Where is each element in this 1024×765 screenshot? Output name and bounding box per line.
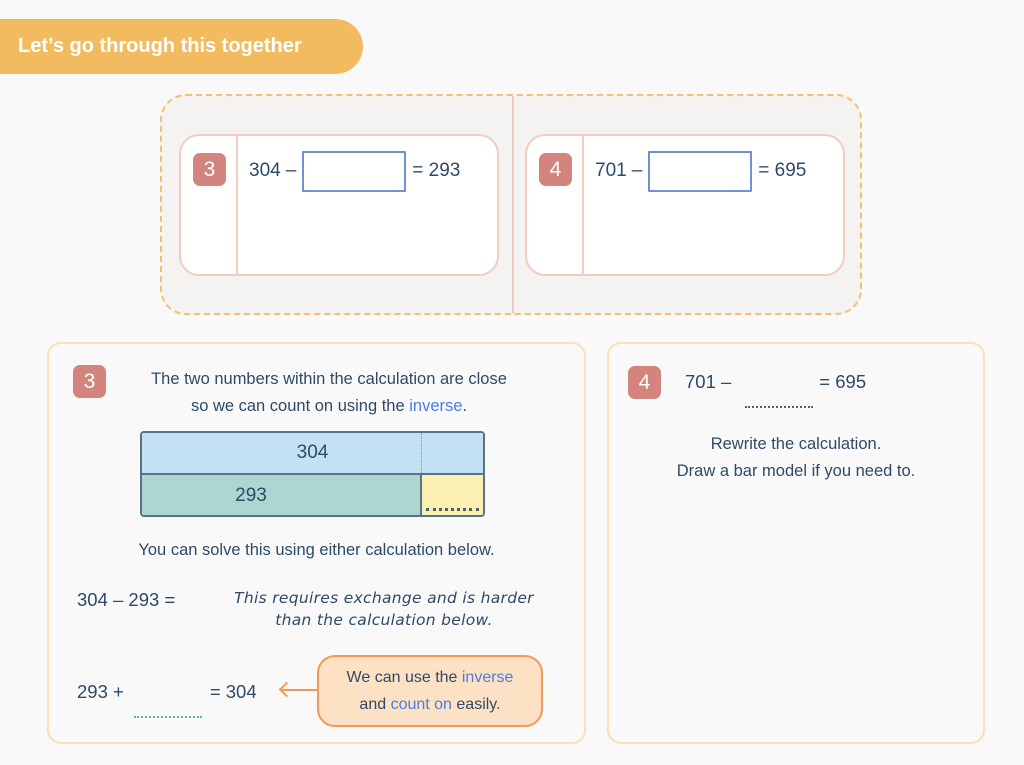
task-right: = 695 <box>819 371 867 392</box>
handwritten-note: This requires exchange and is harder tha… <box>234 589 534 629</box>
equals-result: = 293 <box>412 160 461 181</box>
number-column <box>181 136 238 274</box>
solve-instruction: You can solve this using either calculat… <box>138 541 495 559</box>
callout-count-on: count on <box>390 696 452 713</box>
minus-sign: – <box>631 160 643 181</box>
equation: 701 – = 695 <box>595 150 806 192</box>
intro-line-1: The two numbers within the calculation a… <box>151 370 507 388</box>
intro-line-2: so we can count on using the inverse. <box>190 397 468 415</box>
bar-part-label: 293 <box>235 485 267 506</box>
minus-sign: – <box>285 160 297 181</box>
calculation-1: 304 – 293 = <box>77 589 176 610</box>
inverse-highlight: inverse <box>409 397 463 415</box>
question-number-badge: 4 <box>539 153 572 186</box>
section-title-banner: Let’s go through this together <box>0 19 363 74</box>
left-operand: 304 <box>249 160 281 181</box>
unknown-dotted-line <box>426 508 479 511</box>
question-card-4: 4 701 – = 695 <box>525 134 845 276</box>
bar-whole-label: 304 <box>296 442 329 463</box>
question-card-3: 3 304 – = 293 <box>179 134 499 276</box>
bar-part-unknown <box>422 475 483 515</box>
task-blank[interactable] <box>745 370 814 408</box>
answer-input-4[interactable] <box>648 150 753 192</box>
equation: 304 – = 293 <box>249 150 460 192</box>
explanation-card: 3 The two numbers within the calculation… <box>47 342 586 744</box>
answer-input-3[interactable] <box>302 150 407 192</box>
equals-result: = 695 <box>758 160 807 181</box>
bar-whole: 304 <box>142 433 483 475</box>
bar-divider-guide <box>421 433 422 473</box>
questions-panel: 3 304 – = 293 4 701 – = 695 <box>160 94 862 315</box>
question-number-badge: 3 <box>193 153 226 186</box>
calculation-2: 293 + = 304 <box>77 680 257 718</box>
arrow-left-icon <box>282 689 318 691</box>
explanation-number-badge: 3 <box>73 365 106 398</box>
task-equation: 701 – = 695 <box>685 370 867 408</box>
bar-part-known: 293 <box>142 475 422 515</box>
explanation-intro: The two numbers within the calculation a… <box>119 366 539 420</box>
task-number-badge: 4 <box>628 366 661 399</box>
calc2-left: 293 + <box>77 681 124 702</box>
task-card: 4 701 – = 695 Rewrite the calculation. D… <box>607 342 985 744</box>
section-title: Let’s go through this together <box>18 35 302 57</box>
bar-model: 304 293 <box>140 431 485 517</box>
left-operand: 701 <box>595 160 627 181</box>
panel-divider <box>512 96 514 313</box>
task-left: 701 – <box>685 371 732 392</box>
number-column <box>527 136 584 274</box>
calc2-right: = 304 <box>209 681 257 702</box>
calc2-blank <box>133 680 202 718</box>
callout-inverse: inverse <box>461 669 514 686</box>
task-instructions: Rewrite the calculation. Draw a bar mode… <box>676 435 916 480</box>
inverse-callout: We can use the inverse and count on easi… <box>317 655 543 727</box>
